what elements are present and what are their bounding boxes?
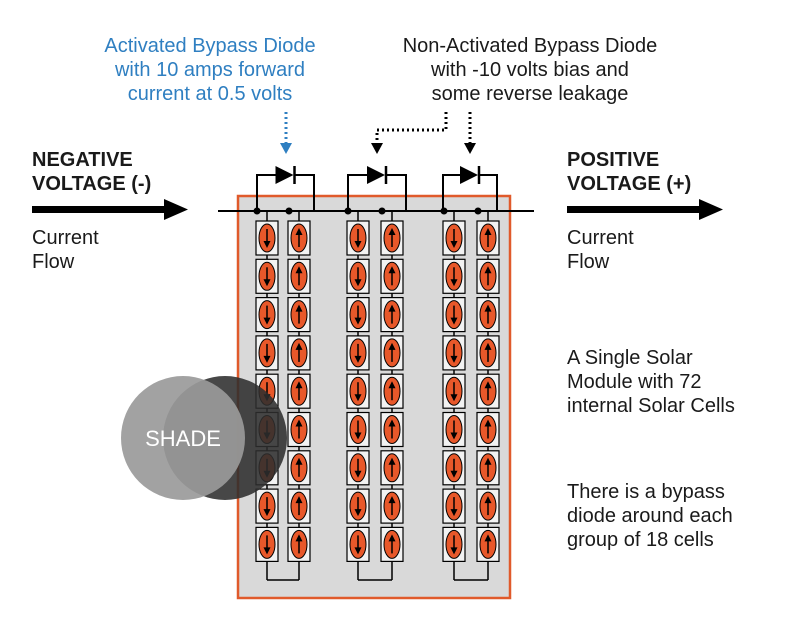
- negative-voltage-line-2: VOLTAGE (-): [32, 173, 152, 195]
- bypass-diode: [256, 166, 315, 211]
- right-current-arrow: [567, 199, 723, 220]
- current-flow-left-line-2: Flow: [32, 251, 75, 273]
- activated-diode-line-2: with 10 amps forward: [114, 59, 306, 81]
- solar-cell: [380, 526, 404, 563]
- bypass-description-line-1: There is a bypass: [567, 481, 725, 503]
- solar-cell: [287, 526, 311, 563]
- solar-cell: [380, 220, 404, 256]
- solar-cell: [346, 297, 370, 333]
- solar-cell: [346, 450, 370, 486]
- positive-voltage-label: POSITIVE VOLTAGE (+): [567, 148, 691, 196]
- solar-cell: [442, 411, 466, 448]
- activated-diode-pointer: [280, 112, 292, 154]
- solar-cell: [442, 488, 466, 524]
- solar-cell: [255, 488, 279, 524]
- solar-cell: [476, 450, 500, 486]
- solar-cell: [287, 258, 311, 294]
- module-description: A Single Solar Module with 72 internal S…: [567, 346, 735, 418]
- solar-cell: [442, 220, 466, 256]
- solar-cell: [442, 450, 466, 486]
- solar-module-panel: [236, 194, 512, 600]
- bypass-description-line-2: diode around each: [567, 505, 733, 527]
- solar-cell: [380, 297, 404, 333]
- solar-cell: [476, 335, 500, 371]
- junction-dot: [253, 207, 261, 215]
- solar-cell: [442, 258, 466, 294]
- solar-cell: [346, 411, 370, 448]
- solar-cell: [346, 526, 370, 563]
- solar-cell: [380, 373, 404, 409]
- solar-cell: [255, 220, 279, 256]
- solar-cell: [442, 297, 466, 333]
- bypass-description: There is a bypass diode around each grou…: [567, 480, 733, 552]
- solar-cell: [442, 526, 466, 563]
- junction-dot: [440, 207, 448, 215]
- activated-diode-line-1: Activated Bypass Diode: [104, 35, 316, 57]
- solar-cell: [346, 488, 370, 524]
- solar-cell: [442, 373, 466, 409]
- solar-cell: [287, 488, 311, 524]
- shade-label: SHADE: [145, 426, 221, 451]
- activated-diode-line-3: current at 0.5 volts: [127, 83, 293, 105]
- solar-cell: [287, 335, 311, 371]
- solar-cell: [380, 258, 404, 294]
- non-activated-diode-label: Non-Activated Bypass Diode with -10 volt…: [370, 34, 690, 106]
- non-activated-diode-pointer: [371, 112, 476, 154]
- solar-cell: [287, 450, 311, 486]
- solar-cell: [255, 335, 279, 371]
- non-activated-diode-line-3: some reverse leakage: [431, 83, 629, 105]
- positive-voltage-line-1: POSITIVE: [567, 149, 660, 171]
- current-flow-left-line-1: Current: [32, 227, 99, 249]
- solar-cell: [380, 411, 404, 448]
- solar-cells: [253, 207, 500, 581]
- non-activated-diode-line-1: Non-Activated Bypass Diode: [402, 35, 658, 57]
- non-activated-diode-line-2: with -10 volts bias and: [431, 59, 629, 81]
- junction-dot: [474, 207, 482, 215]
- solar-cell: [346, 373, 370, 409]
- solar-cell: [380, 335, 404, 371]
- junction-dot: [285, 207, 293, 215]
- left-current-arrow: [32, 199, 188, 220]
- bypass-diode: [347, 166, 407, 211]
- bypass-diodes: [256, 166, 498, 211]
- solar-cell: [287, 220, 311, 256]
- current-flow-left-label: Current Flow: [32, 226, 99, 274]
- positive-voltage-line-2: VOLTAGE (+): [567, 173, 692, 195]
- solar-cell: [346, 258, 370, 294]
- solar-cell: [255, 526, 279, 563]
- solar-cell: [476, 411, 500, 448]
- module-description-line-3: internal Solar Cells: [567, 395, 735, 417]
- solar-cell: [476, 488, 500, 524]
- solar-cell: [476, 258, 500, 294]
- shade-overlay: SHADE: [121, 376, 287, 500]
- solar-cell: [287, 373, 311, 409]
- junction-dot: [378, 207, 386, 215]
- module-description-line-1: A Single Solar: [567, 347, 693, 369]
- solar-cell: [380, 450, 404, 486]
- solar-cell: [287, 297, 311, 333]
- solar-cell: [476, 220, 500, 256]
- module-description-line-2: Module with 72: [567, 371, 702, 393]
- solar-cell: [476, 297, 500, 333]
- current-flow-right-label: Current Flow: [567, 226, 634, 274]
- solar-cell: [442, 335, 466, 371]
- junction-dot: [344, 207, 352, 215]
- solar-cell: [346, 335, 370, 371]
- solar-cell: [346, 220, 370, 256]
- bypass-diode: [442, 166, 498, 211]
- negative-voltage-label: NEGATIVE VOLTAGE (-): [32, 148, 151, 196]
- current-flow-right-line-1: Current: [567, 227, 634, 249]
- bypass-description-line-3: group of 18 cells: [567, 529, 714, 551]
- solar-cell: [380, 488, 404, 524]
- negative-voltage-line-1: NEGATIVE: [32, 149, 133, 171]
- current-flow-right-line-2: Flow: [567, 251, 610, 273]
- solar-cell: [255, 258, 279, 294]
- solar-cell: [287, 411, 311, 448]
- solar-cell: [255, 297, 279, 333]
- activated-diode-label: Activated Bypass Diode with 10 amps forw…: [80, 34, 340, 106]
- solar-cell: [476, 373, 500, 409]
- solar-cell: [476, 526, 500, 563]
